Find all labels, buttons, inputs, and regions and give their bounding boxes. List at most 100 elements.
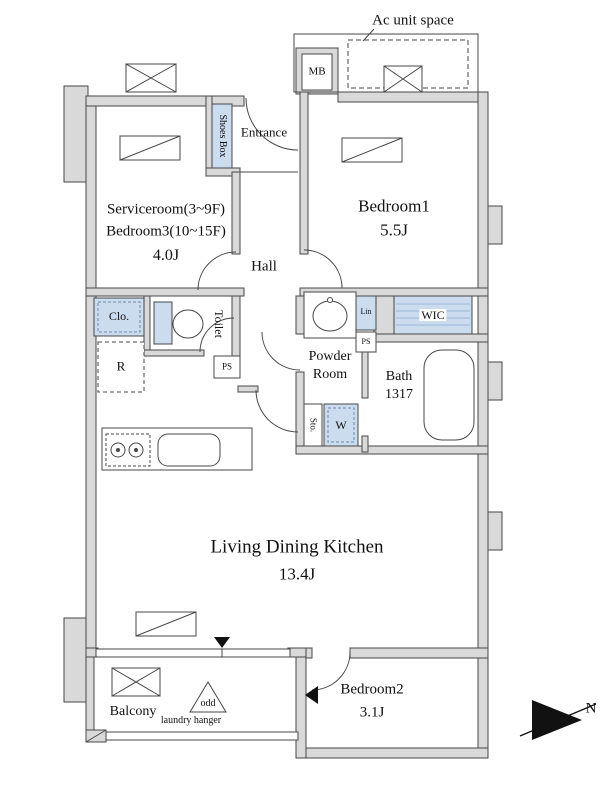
ac-label-leader: [362, 28, 375, 42]
wall: [361, 435, 369, 453]
bedroom1-name: Bedroom1: [358, 196, 430, 216]
wall: [143, 349, 205, 357]
wall: [287, 647, 307, 658]
storage-box: [303, 403, 323, 447]
burner: [128, 442, 144, 458]
odd-label: odd: [200, 698, 216, 709]
serviceroom-size: 4.0J: [152, 247, 180, 264]
powder-door-arc: [261, 331, 301, 371]
wall: [63, 85, 89, 183]
bedroom1-size: 5.5J: [380, 220, 408, 240]
wall: [477, 647, 489, 759]
wall: [205, 95, 213, 173]
windows: [85, 63, 423, 743]
ldk-door-arc: [255, 389, 299, 433]
bath-name: Bath: [385, 369, 413, 384]
wall: [231, 289, 241, 357]
ps-lower-label: PS: [361, 337, 371, 346]
entrance-label: Entrance: [240, 124, 288, 140]
wall: [295, 445, 489, 455]
refrigerator-box: [97, 341, 145, 393]
wall: [85, 287, 245, 297]
window-meet-marker: [214, 637, 230, 648]
serviceroom-name-line1: Serviceroom(3~9F): [106, 201, 226, 218]
wall-pilaster: [487, 361, 503, 401]
ldk-name: Living Dining Kitchen: [210, 536, 384, 558]
bedroom1-door-arc: [303, 249, 343, 289]
ac-unit-space-area: [240, 28, 479, 173]
wall: [349, 647, 489, 659]
wic-label: WIC: [419, 308, 447, 322]
wall: [85, 647, 95, 741]
storage-label: Sto.: [308, 417, 319, 433]
bedroom2-size: 3.1J: [359, 704, 385, 721]
shoes-box: [211, 103, 233, 169]
wall: [295, 747, 489, 759]
vanity-fixture: [303, 291, 357, 339]
ac-unit-space-label: Ac unit space: [372, 12, 454, 29]
wall: [367, 333, 489, 343]
bedroom2-door-arc: [311, 651, 351, 691]
wall: [373, 295, 395, 337]
closet-label: Clo.: [108, 309, 130, 323]
linen-label: Lin: [360, 307, 372, 316]
kitchen-counter: [101, 427, 253, 471]
wall: [63, 617, 89, 703]
laundry-hanger-label: laundry hanger: [160, 715, 222, 726]
shutter-window: [383, 65, 423, 93]
wall: [337, 91, 489, 103]
sash-window: [135, 611, 197, 637]
toilet-fixture: [153, 301, 204, 345]
door-arcs: [197, 97, 351, 691]
balcony-railing: [85, 729, 299, 743]
washer-label: W: [335, 418, 347, 432]
north-arrow: [519, 700, 597, 740]
wall: [295, 371, 305, 455]
bedroom2-name: Bedroom2: [340, 681, 404, 698]
wall: [85, 95, 97, 655]
wall: [143, 295, 151, 355]
ldk-size: 13.4J: [278, 564, 316, 584]
wall-pilaster: [487, 205, 503, 245]
bedroom2-door-marker: [305, 686, 318, 704]
shutter-window: [111, 667, 161, 697]
toilet-label: Toilet: [212, 310, 226, 338]
ps-box-upper: [213, 355, 241, 379]
hall-label: Hall: [251, 258, 277, 275]
burner: [110, 442, 126, 458]
wall: [295, 647, 307, 759]
mb-label: MB: [308, 65, 326, 78]
wall: [85, 95, 245, 107]
shoes-box-label: Shoes Box: [217, 114, 228, 158]
wall: [299, 91, 309, 255]
wall: [295, 295, 305, 335]
wall: [361, 351, 369, 399]
balcony-sliding-door: [95, 648, 291, 658]
mb-box: [301, 53, 333, 91]
sash-window: [341, 137, 403, 163]
kitchen-sink: [157, 433, 221, 467]
north-label: N: [585, 700, 597, 717]
sash-window: [119, 135, 181, 161]
serviceroom-name-line2: Bedroom3(10~15F): [106, 223, 226, 240]
washer-box: [323, 403, 359, 447]
stove: [105, 433, 151, 467]
powder-room-line2: Room: [312, 367, 348, 382]
ps-box-lower: [355, 331, 377, 353]
balcony-label: Balcony: [109, 704, 157, 719]
wall: [231, 171, 241, 255]
ps-upper-label: PS: [221, 361, 233, 372]
shutter-window: [125, 63, 177, 93]
serviceroom-door-arc: [197, 251, 237, 291]
toilet-door-arc: [199, 317, 235, 353]
markers: [214, 637, 597, 740]
closet-box: [93, 297, 145, 337]
wall-pilaster: [487, 511, 503, 551]
wall: [237, 385, 259, 393]
wall: [477, 91, 489, 659]
entrance-door-arc: [245, 97, 299, 151]
bath-size: 1317: [385, 387, 413, 402]
bathtub: [423, 349, 475, 441]
